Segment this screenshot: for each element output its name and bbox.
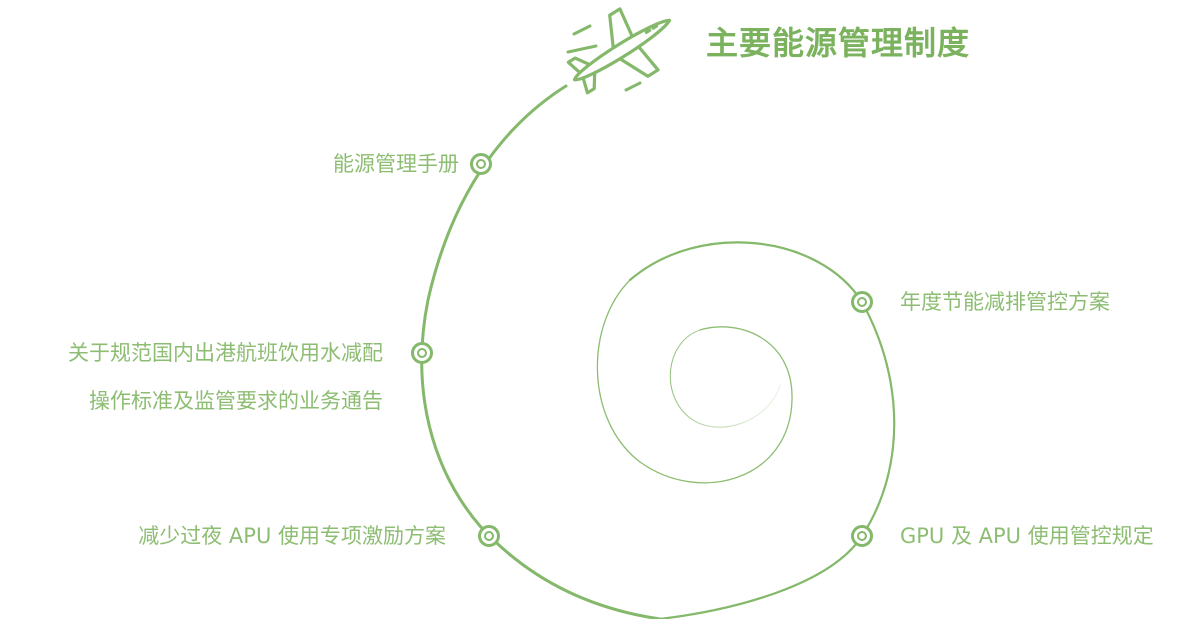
item-label-apu-incentive: 减少过夜 APU 使用专项激励方案 bbox=[138, 524, 446, 548]
item-label-water-notice-line2: 操作标准及监管要求的业务通告 bbox=[89, 389, 383, 413]
item-label-annual-plan: 年度节能减排管控方案 bbox=[900, 290, 1110, 314]
speed-lines-icon bbox=[566, 24, 642, 92]
spiral-outer-arc bbox=[420, 84, 662, 619]
item-label-gpu-apu-rules: GPU 及 APU 使用管控规定 bbox=[900, 524, 1154, 548]
ring-marker-icon bbox=[411, 342, 433, 364]
ring-marker-icon bbox=[478, 525, 500, 547]
item-label-energy-manual: 能源管理手册 bbox=[333, 152, 459, 176]
diagram-title: 主要能源管理制度 bbox=[706, 24, 971, 62]
ring-marker-icon bbox=[470, 153, 492, 175]
spiral-core-ring bbox=[669, 329, 781, 428]
ring-marker-icon bbox=[851, 525, 873, 547]
spiral-inner-ring bbox=[596, 279, 793, 484]
airplane-icon bbox=[566, 7, 672, 95]
spiral-right-arc bbox=[628, 241, 896, 619]
ring-marker-icon bbox=[851, 291, 873, 313]
item-label-water-notice-line1: 关于规范国内出港航班饮用水减配 bbox=[68, 341, 383, 365]
